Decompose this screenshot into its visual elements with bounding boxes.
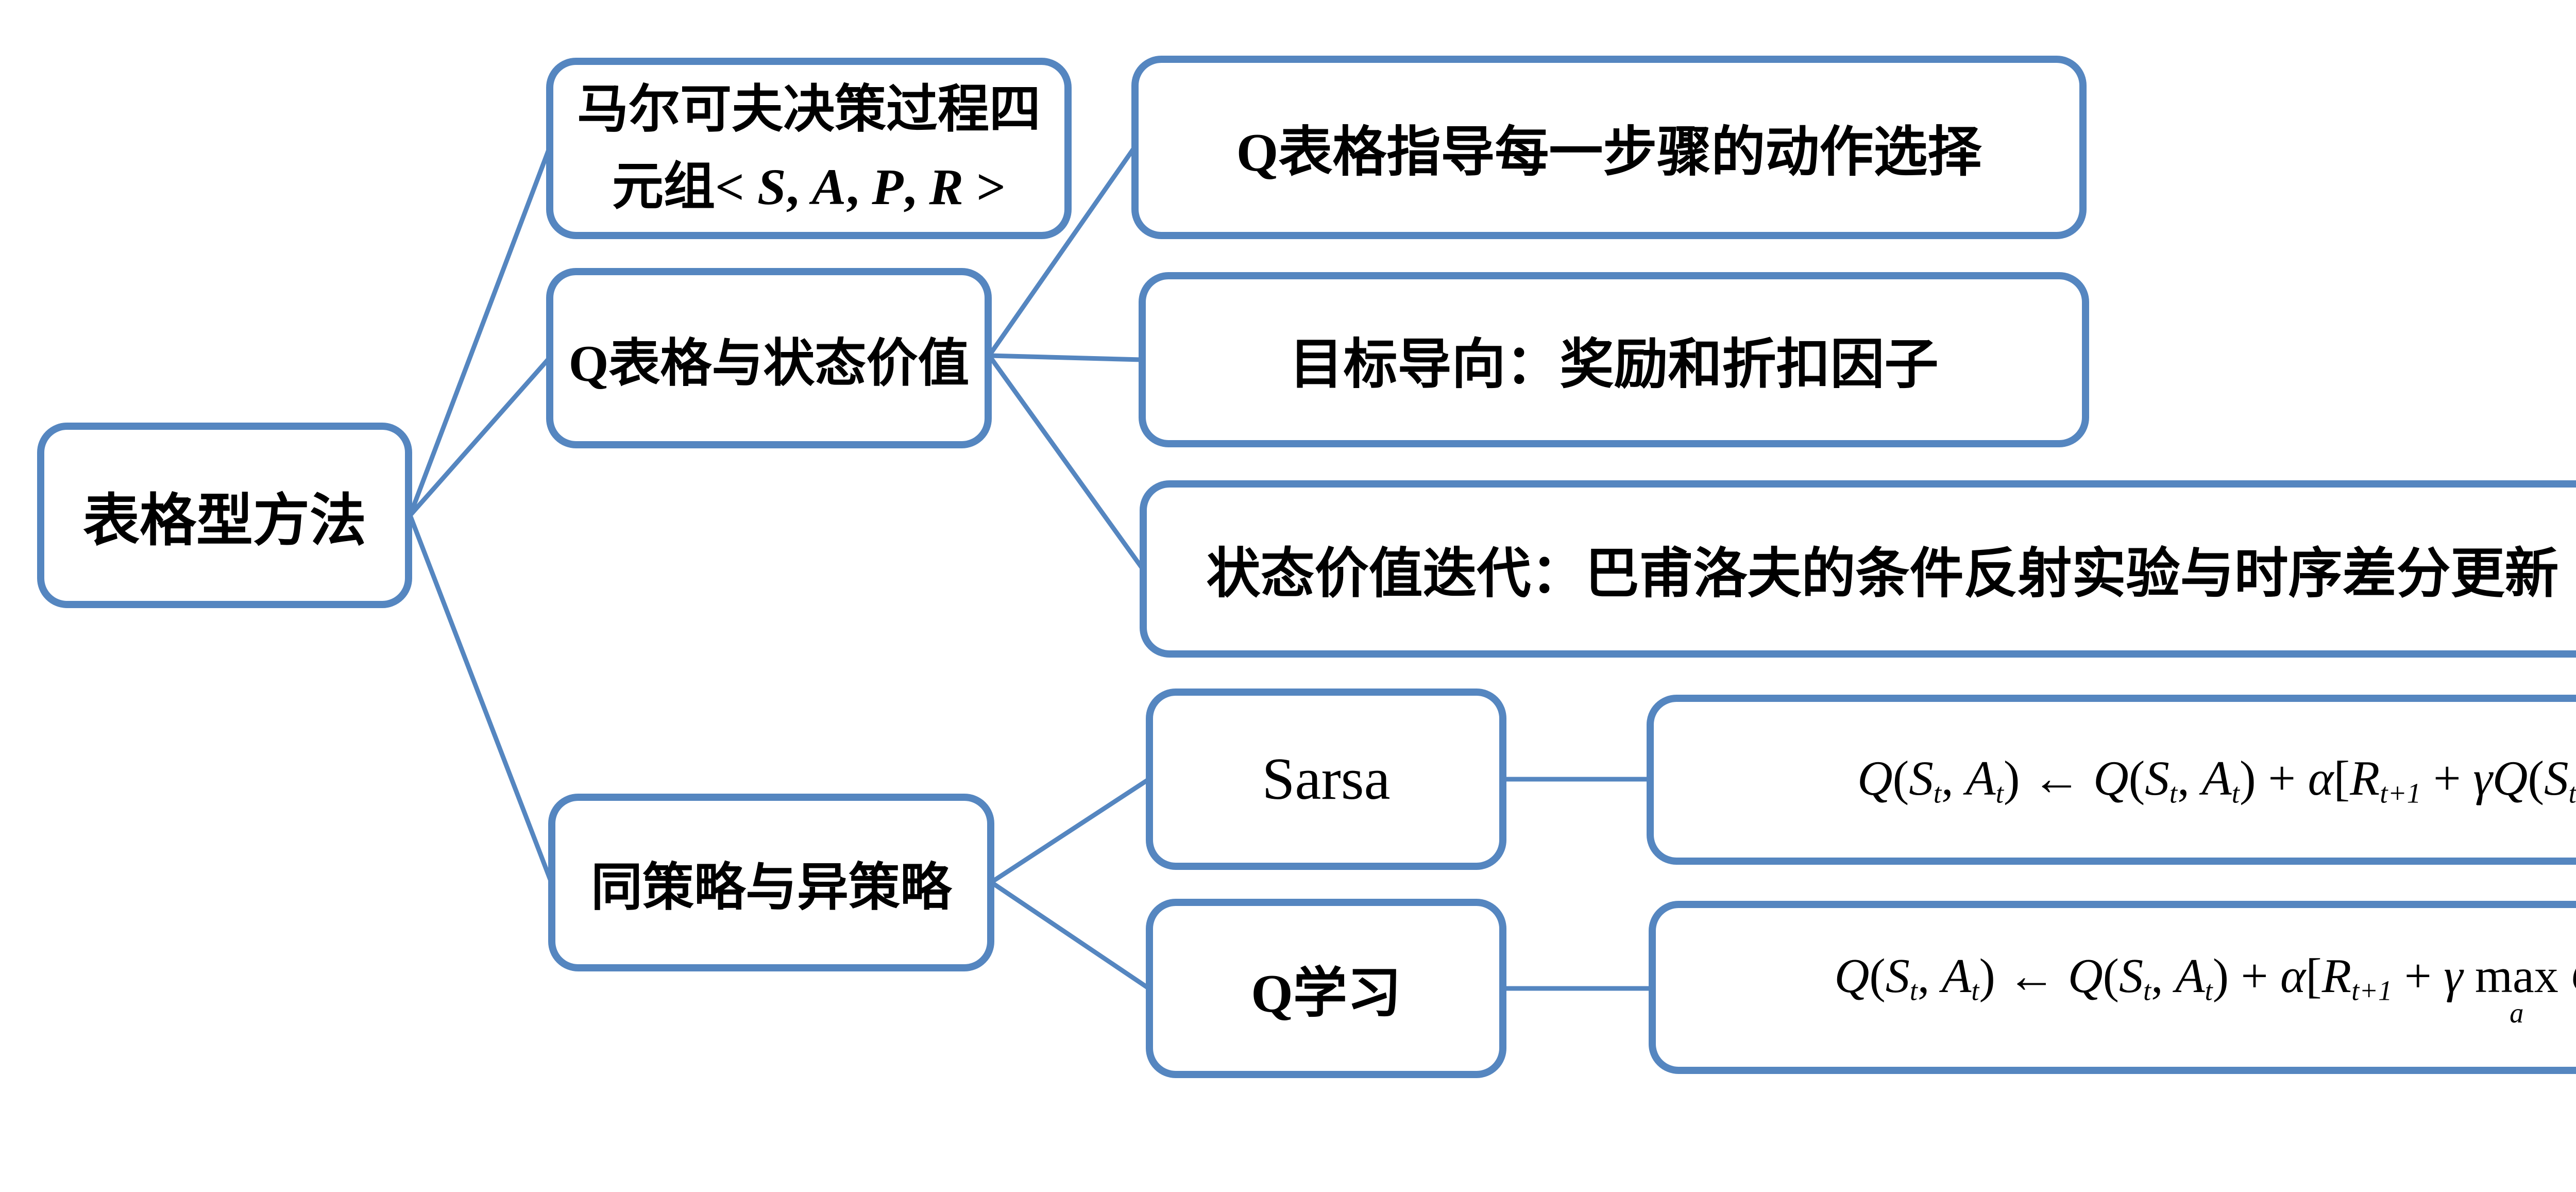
- node-q-table-state-value[interactable]: Q表格与状态价值: [546, 268, 992, 448]
- edge-q-table-to-value-iter: [987, 353, 1145, 572]
- node-q-learning[interactable]: Q学习: [1146, 899, 1506, 1078]
- node-sarsa-update-formula[interactable]: Q(St, At) ← Q(St, At) + α[Rt+1 + γQ(St+1…: [1647, 695, 2576, 865]
- node-tabular-methods[interactable]: 表格型方法: [37, 423, 412, 608]
- edge-policy-to-sarsa: [989, 777, 1151, 885]
- edge-root-to-mdp-tuple: [408, 146, 552, 518]
- edge-root-to-policy: [408, 513, 554, 885]
- node-mdp-tuple[interactable]: 马尔可夫决策过程四元组< S, A, P, R >: [546, 58, 1072, 239]
- node-q-table-guides-actions[interactable]: Q表格指导每一步骤的动作选择: [1131, 56, 2087, 239]
- node-on-off-policy[interactable]: 同策略与异策略: [548, 794, 994, 971]
- node-goal-oriented[interactable]: 目标导向：奖励和折扣因子: [1139, 272, 2089, 447]
- node-q-table-guides-actions-label: Q表格指导每一步骤的动作选择: [1236, 122, 1982, 182]
- node-q-table-state-value-label: Q表格与状态价值: [568, 334, 970, 392]
- edge-q-table-to-goal: [987, 353, 1144, 362]
- node-sarsa-label: Sarsa: [1262, 746, 1391, 812]
- edge-root-to-q-table: [408, 356, 552, 518]
- node-tabular-methods-label: 表格型方法: [83, 490, 366, 552]
- node-sarsa[interactable]: Sarsa: [1146, 689, 1506, 870]
- node-q-learning-label: Q学习: [1251, 963, 1401, 1023]
- sarsa-update-formula: Q(St, At) ← Q(St, At) + α[Rt+1 + γQ(St+1…: [1857, 751, 2576, 809]
- node-on-off-policy-label: 同策略与异策略: [591, 859, 952, 916]
- node-state-value-iteration-label: 状态价值迭代：巴甫洛夫的条件反射实验与时序差分更新: [1206, 544, 2559, 604]
- node-mdp-tuple-label: 马尔可夫决策过程四元组< S, A, P, R >: [577, 81, 1041, 215]
- edge-policy-to-q-learning: [989, 880, 1151, 991]
- node-state-value-iteration[interactable]: 状态价值迭代：巴甫洛夫的条件反射实验与时序差分更新: [1140, 480, 2576, 658]
- node-goal-oriented-label: 目标导向：奖励和折扣因子: [1289, 334, 1939, 395]
